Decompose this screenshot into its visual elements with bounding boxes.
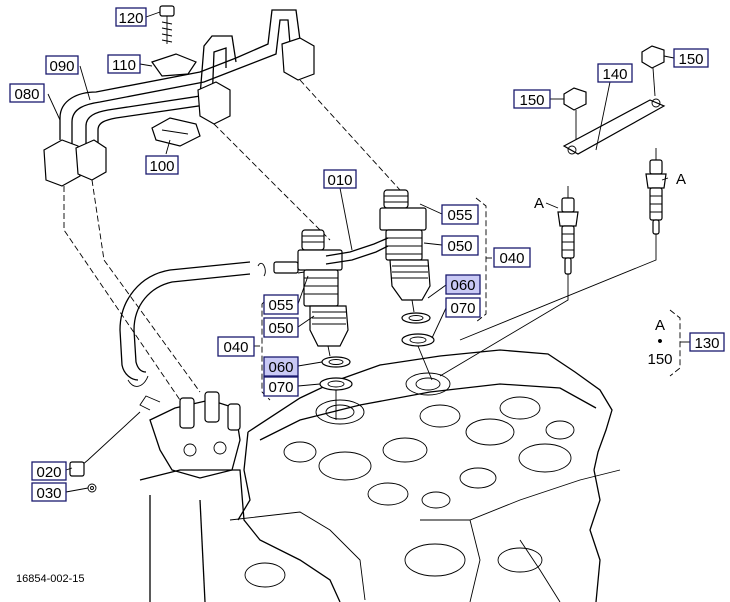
svg-text:140: 140 bbox=[602, 66, 627, 83]
label-050-left[interactable]: 050 bbox=[263, 317, 299, 338]
label-150-left[interactable]: 150 bbox=[513, 89, 551, 109]
label-055-left[interactable]: 055 bbox=[263, 294, 299, 315]
label-010[interactable]: 010 bbox=[323, 169, 357, 189]
label-060-left-highlighted[interactable]: 060 bbox=[263, 356, 299, 377]
svg-text:120: 120 bbox=[118, 10, 143, 27]
cylinder-head-drawing bbox=[139, 349, 621, 602]
svg-text:080: 080 bbox=[14, 86, 39, 103]
label-070-right[interactable]: 070 bbox=[445, 297, 481, 318]
svg-text:055: 055 bbox=[447, 207, 472, 224]
legend-130-top: A bbox=[655, 317, 665, 334]
svg-text:150: 150 bbox=[519, 92, 544, 109]
group-bracket-130 bbox=[669, 309, 681, 377]
svg-text:060: 060 bbox=[450, 277, 475, 294]
glow-plug-callout-right: A bbox=[676, 171, 686, 188]
svg-text:040: 040 bbox=[499, 250, 524, 267]
legend-130-bottom: 150 bbox=[647, 351, 672, 368]
svg-text:100: 100 bbox=[149, 158, 174, 175]
svg-text:060: 060 bbox=[268, 359, 293, 376]
svg-text:020: 020 bbox=[36, 464, 61, 481]
glow-plug-callout-left: A bbox=[534, 195, 544, 212]
injection-pipes-drawing bbox=[43, 5, 401, 401]
fitting-drawing bbox=[69, 411, 141, 493]
legend-130-dot: • bbox=[657, 333, 662, 350]
label-070-left[interactable]: 070 bbox=[263, 376, 299, 397]
label-140[interactable]: 140 bbox=[597, 63, 633, 83]
svg-text:030: 030 bbox=[36, 485, 61, 502]
label-080[interactable]: 080 bbox=[9, 83, 45, 103]
svg-text:090: 090 bbox=[49, 58, 74, 75]
label-060-right-highlighted[interactable]: 060 bbox=[445, 274, 481, 295]
injection-pump-drawing bbox=[139, 391, 241, 479]
nozzle-holder-right-drawing bbox=[379, 189, 435, 381]
svg-text:070: 070 bbox=[450, 300, 475, 317]
svg-text:150: 150 bbox=[678, 51, 703, 68]
svg-text:050: 050 bbox=[268, 320, 293, 337]
label-050-right[interactable]: 050 bbox=[441, 235, 479, 256]
label-090[interactable]: 090 bbox=[45, 55, 79, 75]
svg-text:070: 070 bbox=[268, 379, 293, 396]
label-020[interactable]: 020 bbox=[31, 461, 67, 481]
svg-text:010: 010 bbox=[327, 172, 352, 189]
label-040-left[interactable]: 040 bbox=[217, 336, 255, 357]
glow-plugs-drawing bbox=[439, 45, 667, 377]
label-040-right[interactable]: 040 bbox=[493, 247, 531, 268]
label-100[interactable]: 100 bbox=[145, 155, 179, 175]
label-030[interactable]: 030 bbox=[31, 482, 67, 502]
svg-text:040: 040 bbox=[223, 339, 248, 356]
drawing-code: 16854-002-15 bbox=[16, 573, 85, 585]
label-120[interactable]: 120 bbox=[115, 7, 147, 27]
svg-text:130: 130 bbox=[694, 335, 719, 352]
nozzle-holder-left-drawing bbox=[297, 229, 353, 420]
label-055-right[interactable]: 055 bbox=[441, 204, 479, 225]
label-110[interactable]: 110 bbox=[107, 54, 141, 74]
leader-lines bbox=[47, 11, 675, 493]
leak-off-pipe-drawing bbox=[325, 237, 389, 257]
svg-text:110: 110 bbox=[112, 57, 136, 74]
svg-text:050: 050 bbox=[447, 238, 472, 255]
group-bracket-right bbox=[475, 197, 487, 323]
label-150-right[interactable]: 150 bbox=[673, 48, 709, 68]
label-130[interactable]: 130 bbox=[689, 332, 725, 352]
svg-text:055: 055 bbox=[268, 297, 293, 314]
